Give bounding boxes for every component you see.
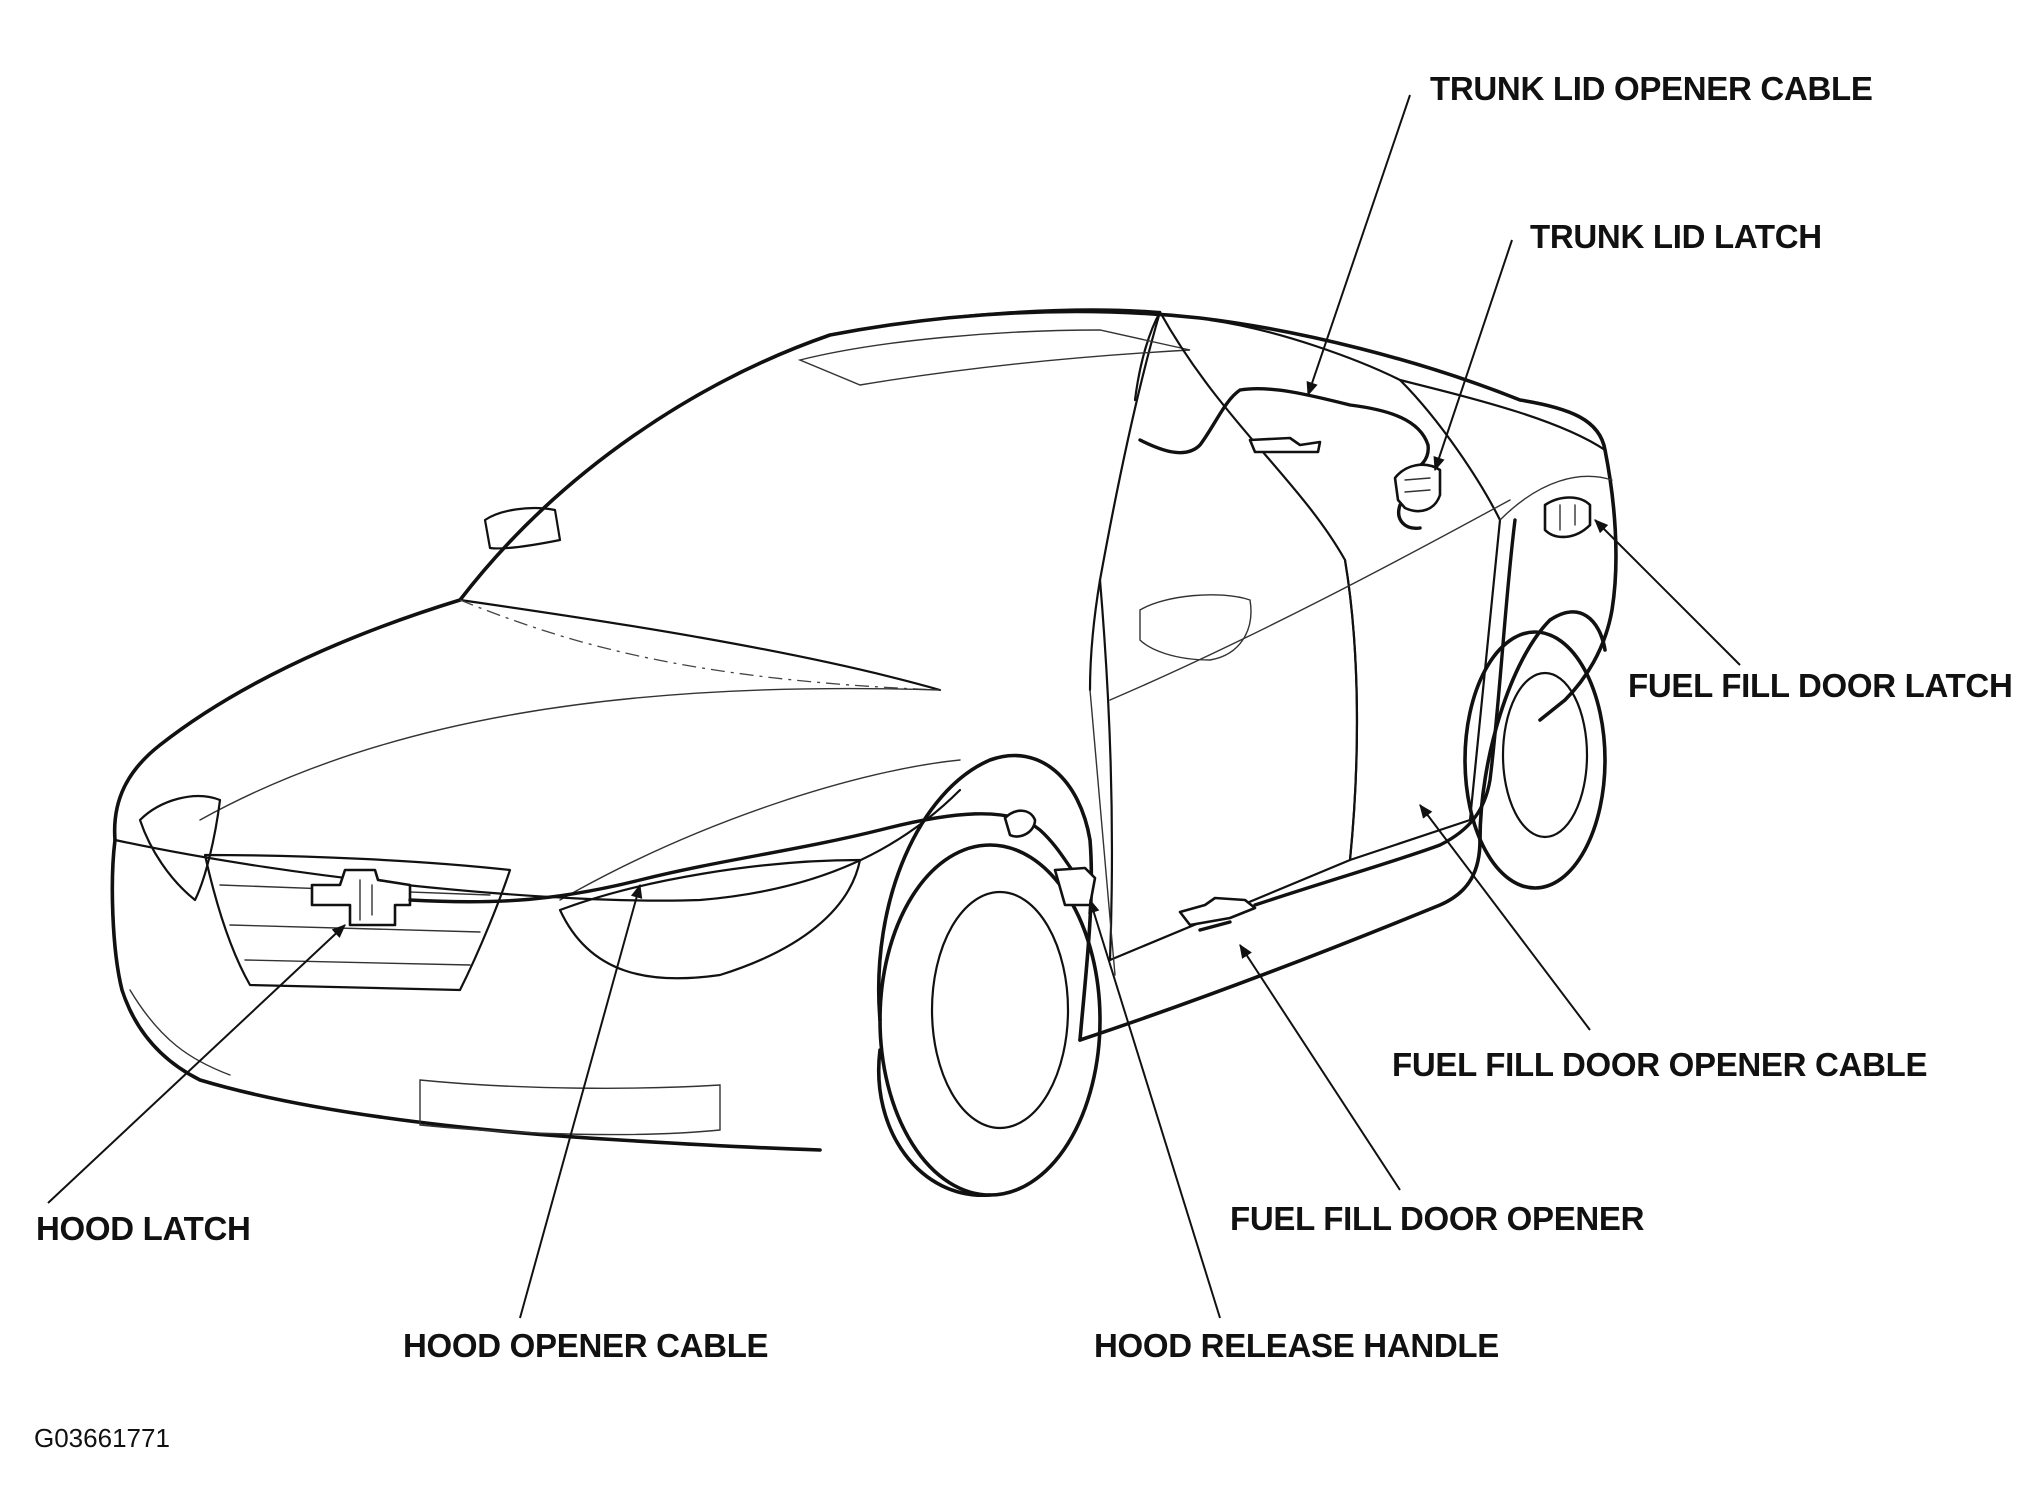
hood-crease-2 (559, 759, 961, 901)
windshield-base (458, 598, 942, 692)
leader-fuel-fill-door-opener-cable (1419, 804, 1591, 1031)
leader-trunk-lid-latch (1433, 239, 1513, 472)
figure-id: G03661771 (34, 1423, 170, 1453)
car-illustration (110, 308, 1618, 1197)
fuel-fill-door-opener-cable-part (1253, 518, 1517, 907)
trunk-lid-opener-cable-part (1138, 386, 1430, 472)
car-outline (112, 309, 1618, 842)
hood-centerline (459, 599, 941, 691)
label-hood-latch: HOOD LATCH (36, 1210, 251, 1247)
trunk-cable-clip (1248, 436, 1322, 454)
rear-wheel (1463, 630, 1607, 890)
rear-deck (1398, 378, 1607, 452)
fuel-fill-door-latch-part (1543, 496, 1592, 539)
label-hood-release-handle: HOOD RELEASE HANDLE (1094, 1327, 1499, 1364)
front-wheel-rim (930, 890, 1070, 1130)
rear-wheel-arch (1478, 610, 1607, 842)
label-hood-opener-cable: HOOD OPENER CABLE (403, 1327, 768, 1364)
leader-trunk-lid-opener-cable (1306, 94, 1411, 397)
side-mirror (1139, 594, 1252, 661)
front-bumper (110, 838, 822, 1152)
front-wheel-arch (877, 753, 1094, 1042)
label-fuel-fill-door-opener: FUEL FILL DOOR OPENER (1230, 1200, 1645, 1237)
hood-edge (113, 788, 962, 902)
a-pillar (1133, 310, 1162, 402)
headlight-left (138, 795, 222, 902)
label-fuel-fill-door-latch: FUEL FILL DOOR LATCH (1628, 667, 2012, 704)
fuel-fill-door-opener-part (1178, 896, 1257, 932)
hood-latch-part (310, 868, 412, 927)
leader-fuel-fill-door-latch (1594, 519, 1741, 666)
rear-door (1208, 318, 1502, 862)
trunk-lid-latch-part (1393, 463, 1442, 530)
beltline (1109, 499, 1511, 701)
label-fuel-fill-door-opener-cable: FUEL FILL DOOR OPENER CABLE (1392, 1046, 1927, 1083)
leader-hood-latch (47, 924, 346, 1204)
hood-opener-cable-part (408, 812, 1082, 904)
callout-labels: TRUNK LID OPENER CABLE TRUNK LID LATCH F… (34, 70, 2013, 1453)
hood-crease (199, 687, 941, 821)
hood-release-handle-part (1003, 809, 1097, 907)
leader-fuel-fill-door-opener (1239, 944, 1401, 1191)
sunroof (797, 329, 1191, 386)
windshield-frame (458, 308, 1162, 692)
label-trunk-lid-opener-cable: TRUNK LID OPENER CABLE (1430, 70, 1873, 107)
far-side-mirror (483, 506, 562, 550)
leader-hood-opener-cable (519, 883, 643, 1319)
components (310, 386, 1592, 932)
label-trunk-lid-latch: TRUNK LID LATCH (1530, 218, 1822, 255)
front-door (1098, 310, 1359, 962)
leader-hood-release-handle (1088, 898, 1221, 1319)
fog-lamp-area (419, 1079, 721, 1136)
rocker-panel (1078, 838, 1482, 1042)
leader-lines (47, 94, 1741, 1319)
headlight-right (558, 858, 862, 980)
rear-fender-crease (1499, 475, 1613, 521)
rear-wheel-rim (1501, 671, 1589, 839)
